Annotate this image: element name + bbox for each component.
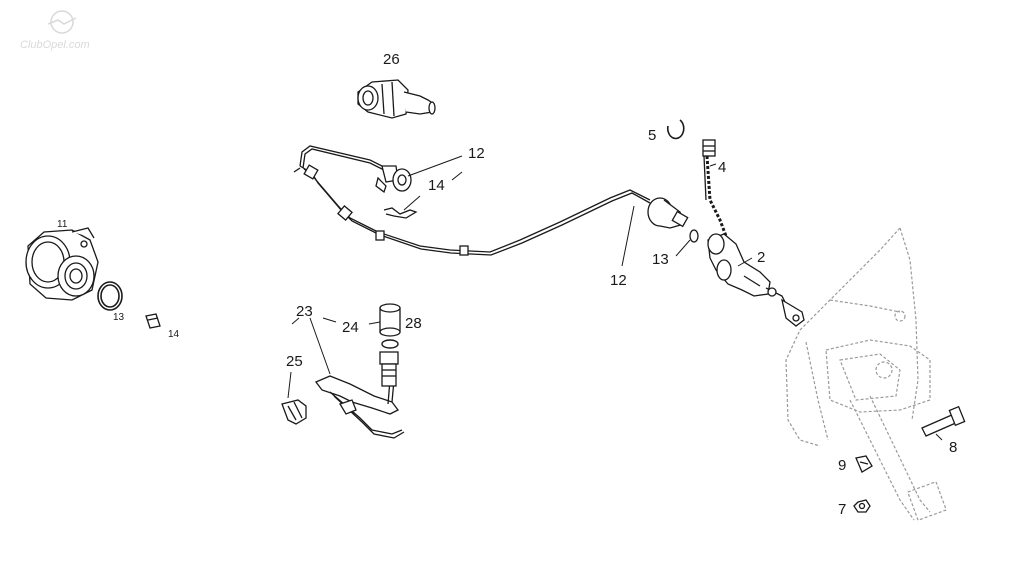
callout-8: 8 (949, 439, 957, 456)
callout-28: 28 (405, 315, 422, 332)
watermark: ClubOpel.com (20, 10, 90, 51)
part-4-flexible-hose (702, 139, 728, 237)
part-14-bolt-left (145, 313, 161, 329)
callout-labels: 26 12 14 5 4 11 13 14 12 13 2 23 24 28 2… (57, 51, 957, 518)
opel-logo-icon (47, 10, 77, 34)
part-9-clip (855, 455, 873, 473)
callout-25: 25 (286, 353, 303, 370)
callout-13-right: 13 (652, 251, 669, 268)
part-5-clip (666, 119, 685, 140)
callout-24: 24 (342, 319, 359, 336)
leader-lines (287, 155, 943, 441)
callout-13-left: 13 (113, 312, 125, 323)
part-24-seal-ring (381, 339, 399, 349)
quick-connector-lower (647, 197, 699, 243)
part-11-concentric-slave-cylinder (25, 227, 99, 301)
callout-7: 7 (838, 501, 846, 518)
callout-14-clip: 14 (428, 177, 445, 194)
part-12-hydraulic-pipe (293, 145, 651, 256)
callout-12-upper: 12 (468, 145, 485, 162)
part-26-elbow-fitting (357, 79, 436, 119)
callout-9: 9 (838, 457, 846, 474)
bleed-adapter (379, 351, 399, 387)
part-28-bushing (379, 303, 401, 337)
callout-23: 23 (296, 303, 313, 320)
callout-4: 4 (718, 159, 726, 176)
part-13-o-ring-left (97, 281, 123, 311)
watermark-text: ClubOpel.com (20, 39, 90, 51)
part-14-retaining-clip (383, 207, 418, 219)
callout-12-lower: 12 (610, 272, 627, 289)
part-2-master-cylinder (707, 233, 805, 327)
callout-2: 2 (757, 249, 765, 266)
pedal-box-ghost (785, 227, 947, 521)
part-7-nut (853, 499, 871, 513)
callout-11: 11 (57, 219, 68, 230)
callout-5: 5 (648, 127, 656, 144)
part-25-bleed-screw (281, 399, 357, 425)
callout-14-left: 14 (168, 329, 180, 340)
part-8-pivot-bolt (921, 405, 966, 437)
callout-26: 26 (383, 51, 400, 68)
quick-connector-upper (375, 165, 412, 194)
